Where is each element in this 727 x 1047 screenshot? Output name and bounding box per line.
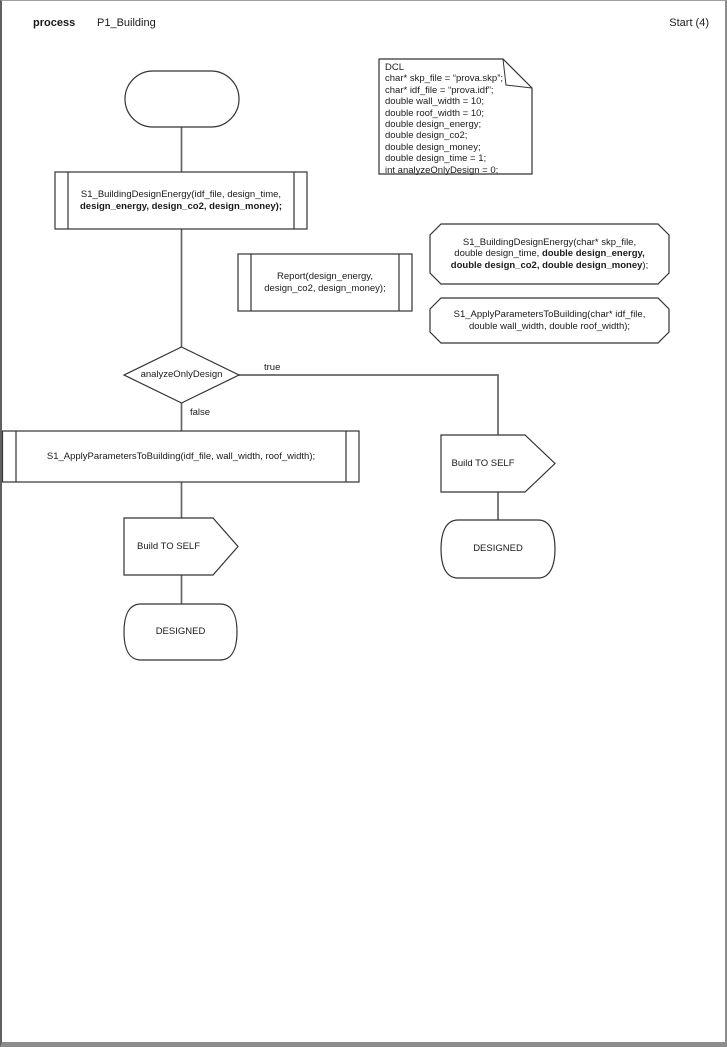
process-name: P1_Building (97, 17, 156, 29)
dcl-note-shape[interactable] (378, 58, 533, 175)
designed-left-shape[interactable] (123, 603, 238, 661)
page-start-label: Start (4) (669, 17, 709, 29)
report-call-shape[interactable] (237, 253, 413, 312)
build-to-self-right-shape[interactable] (440, 434, 556, 493)
true-branch-label: true (264, 362, 281, 373)
decl-building-design-energy-shape[interactable] (429, 223, 670, 285)
designed-right-shape[interactable] (440, 519, 556, 579)
page-kind-label: process (33, 17, 76, 29)
false-branch-label: false (190, 407, 211, 418)
decision-diamond-shape[interactable] (122, 346, 241, 404)
call-apply-parameters-shape[interactable] (2, 430, 360, 483)
decl-apply-parameters-shape[interactable] (429, 297, 670, 344)
start-terminator-shape[interactable] (124, 70, 240, 128)
build-to-self-left-shape[interactable] (123, 517, 239, 576)
connector-true-branch (239, 374, 499, 435)
call-building-design-energy-shape[interactable] (54, 171, 308, 230)
dcl-note-fold-icon (502, 58, 533, 89)
